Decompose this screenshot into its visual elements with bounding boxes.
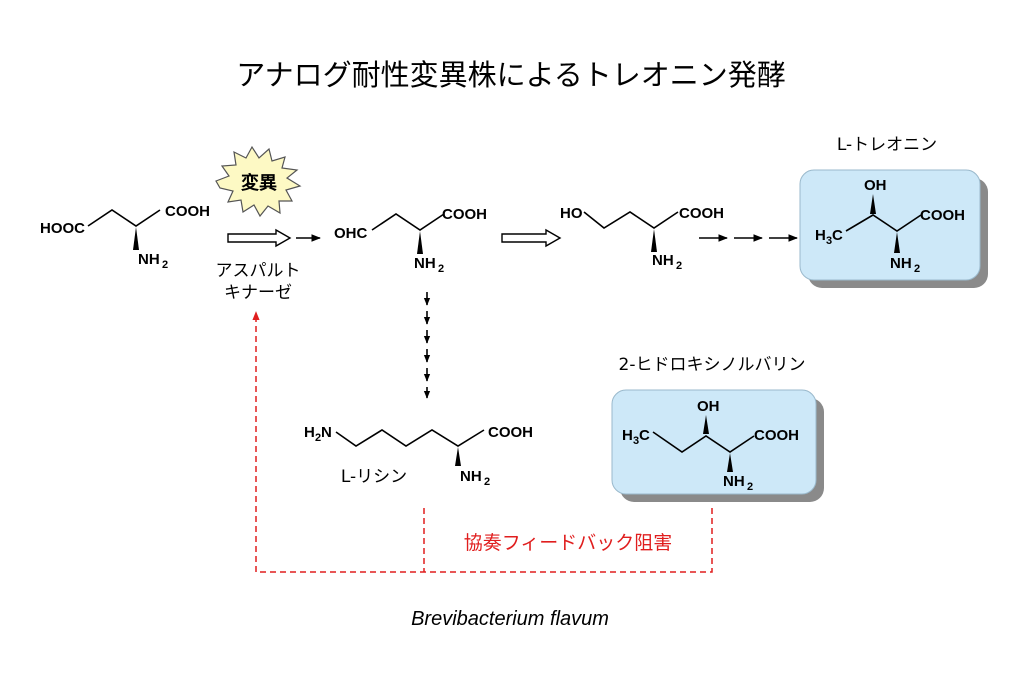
threonine-name: L-トレオニン — [837, 135, 937, 155]
aspartokinase-arrow — [227, 228, 321, 248]
threonine-structure: OH H 3 C COOH NH 2 — [815, 177, 965, 275]
hollow-arrow-homoserine — [501, 228, 562, 248]
analog-oh: OH — [697, 398, 720, 415]
threonine-cooh: COOH — [920, 207, 965, 224]
lysine-h: H — [304, 424, 315, 441]
aldehyde-structure: OHC COOH NH 2 — [334, 206, 487, 275]
aldehyde-nh: NH — [414, 255, 436, 272]
aspartate-nh: NH — [138, 251, 160, 268]
threonine-nh: NH — [890, 255, 912, 272]
homoserine-left-group: HO — [560, 205, 583, 222]
aspartate-left-group: HOOC — [40, 220, 85, 237]
homoserine-nh: NH — [652, 252, 674, 269]
lysine-structure: H 2 N COOH NH 2 — [304, 424, 533, 488]
organism-label: Brevibacterium flavum — [411, 608, 609, 630]
analog-name: 2-ヒドロキシノルバリン — [619, 355, 806, 375]
threonine-nh-sub: 2 — [914, 263, 920, 275]
aspartate-structure: HOOC COOH NH 2 — [40, 203, 210, 271]
page-title: アナログ耐性変異株によるトレオニン発酵 — [236, 58, 786, 92]
threonine-oh: OH — [864, 177, 887, 194]
mutation-label: 変異 — [241, 172, 277, 194]
lysine-n: N — [321, 424, 332, 441]
lysine-nh-sub: 2 — [484, 476, 490, 488]
aldehyde-left-group: OHC — [334, 225, 368, 242]
feedback-inhibition-path — [252, 311, 713, 573]
analog-cooh: COOH — [754, 427, 799, 444]
analog-methyl-h: H — [622, 427, 633, 444]
homoserine-structure: HO COOH NH 2 — [560, 205, 724, 272]
analog-methyl-c: C — [639, 427, 650, 444]
threonine-methyl-sub: 3 — [826, 235, 832, 247]
lysine-h-sub: 2 — [315, 432, 321, 444]
analog-nh: NH — [723, 473, 745, 490]
analog-methyl-sub: 3 — [633, 435, 639, 447]
threonine-methyl-c: C — [832, 227, 843, 244]
aspartate-cooh: COOH — [165, 203, 210, 220]
lysine-nh: NH — [460, 468, 482, 485]
lysine-name: L-リシン — [341, 467, 407, 487]
enzyme-label-line1: アスパルト — [216, 261, 301, 281]
analog-structure: OH H 3 C COOH NH 2 — [622, 398, 799, 493]
feedback-label: 協奏フィードバック阻害 — [464, 532, 673, 554]
homoserine-nh-sub: 2 — [676, 260, 682, 272]
homoserine-cooh: COOH — [679, 205, 724, 222]
threonine-box — [799, 169, 981, 281]
threonine-methyl-h: H — [815, 227, 826, 244]
aldehyde-nh-sub: 2 — [438, 263, 444, 275]
mutation-badge: 変異 — [215, 145, 302, 218]
enzyme-label-line2: キナーゼ — [224, 283, 292, 303]
aspartate-nh-sub: 2 — [162, 259, 168, 271]
aldehyde-cooh: COOH — [442, 206, 487, 223]
lysine-cooh: COOH — [488, 424, 533, 441]
analog-nh-sub: 2 — [747, 481, 753, 493]
